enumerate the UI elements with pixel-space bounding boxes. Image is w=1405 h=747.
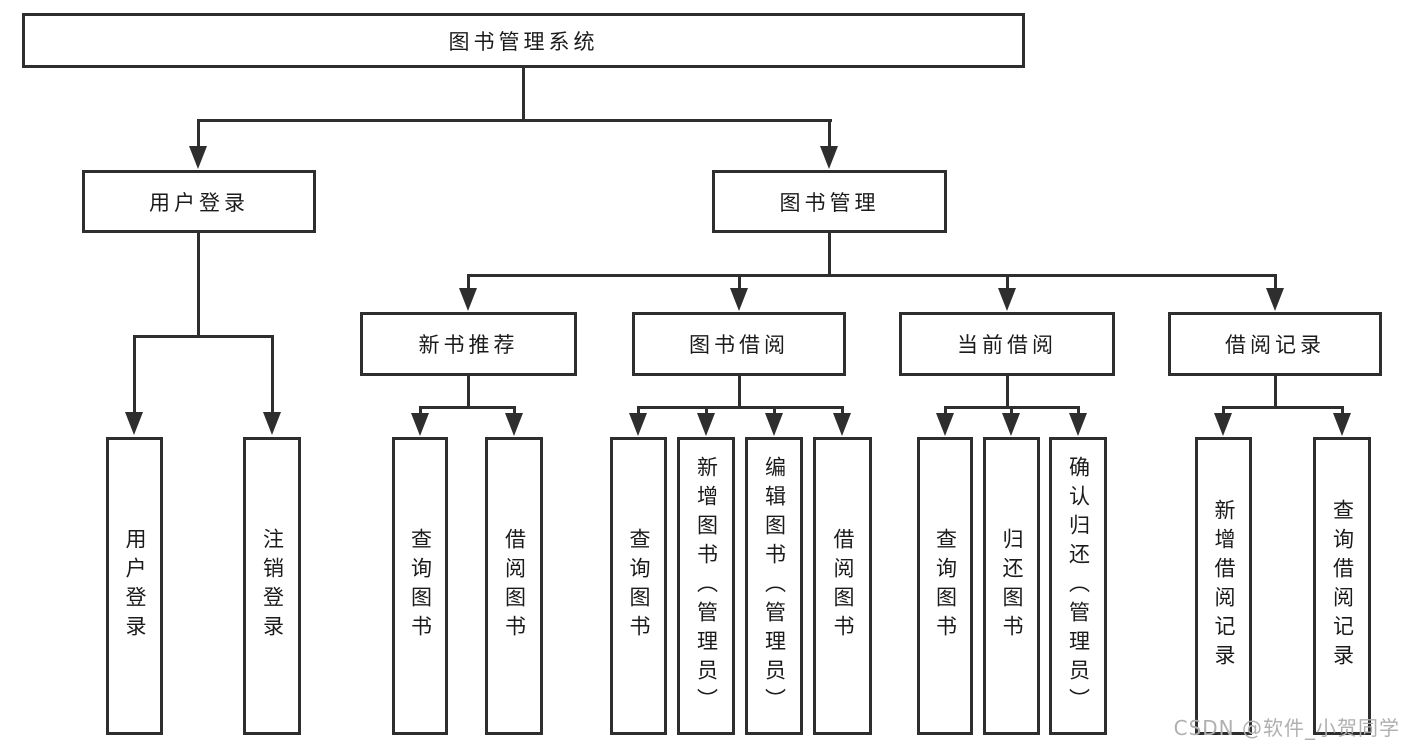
leaf-edit-book-admin: 编辑图书（管理员） [745,437,803,735]
connector-arrow-stem [133,335,136,415]
connector-branch-stem [738,376,741,409]
arrow-down-icon [936,413,954,436]
node-root-label: 图书管理系统 [448,29,599,54]
connector-arrow-stem [637,406,640,416]
arrow-down-icon [1266,288,1284,311]
connector-arrow-stem [841,406,844,416]
connector-level1-bus [197,119,832,122]
arrow-down-icon [820,146,838,169]
arrow-down-icon [411,413,429,436]
node-borrow-records-label: 借阅记录 [1225,333,1325,357]
csdn-watermark: CSDN @软件_小贺同学 [1173,716,1400,740]
leaf-confirm-return-admin: 确认归还（管理员） [1049,437,1107,735]
arrow-down-icon [263,412,281,435]
arrow-down-icon [697,413,715,436]
connector-level3-bus [467,274,1277,277]
arrow-down-icon [629,413,647,436]
connector-branch-stem [1274,376,1277,409]
connector-userlogin-stem [197,233,200,338]
connector-arrow-stem [467,274,470,292]
connector-arrow-stem [1006,274,1009,292]
leaf-user-login: 用户登录 [106,437,163,735]
node-book-management: 图书管理 [712,170,947,233]
connector-arrow-stem [738,274,741,292]
leaf-borrow-books-borrow: 借阅图书 [813,437,872,735]
connector-branch-stem [1006,376,1009,409]
arrow-down-icon [998,288,1016,311]
connector-userlogin-bus [133,335,274,338]
node-borrow-records: 借阅记录 [1168,312,1382,376]
arrow-down-icon [765,413,783,436]
leaf-query-borrow-record: 查询借阅记录 [1313,437,1371,735]
connector-arrow-stem [419,406,422,416]
connector-branch-bus [637,406,844,409]
arrow-down-icon [730,288,748,311]
connector-arrow-stem [1222,406,1225,416]
leaf-query-books-recommend: 查询图书 [392,437,448,735]
node-current-borrow: 当前借阅 [899,312,1115,376]
connector-arrow-stem [1077,406,1080,416]
leaf-return-book: 归还图书 [983,437,1040,735]
node-new-book-recommend-label: 新书推荐 [418,333,519,357]
connector-branch-stem [467,376,470,409]
arrow-down-icon [1069,413,1087,436]
connector-branch-bus [419,406,516,409]
leaf-add-borrow-record: 新增借阅记录 [1195,437,1252,735]
leaf-query-books-borrow: 查询图书 [610,437,667,735]
node-new-book-recommend: 新书推荐 [360,312,577,376]
connector-arrow-stem [1341,406,1344,416]
connector-arrow-stem [197,119,200,149]
leaf-borrow-books-recommend: 借阅图书 [485,437,543,735]
node-book-borrow-label: 图书借阅 [689,333,789,357]
connector-arrow-stem [1010,406,1013,416]
arrow-down-icon [1002,413,1020,436]
node-user-login: 用户登录 [82,170,316,233]
node-book-borrow: 图书借阅 [632,312,846,376]
arrow-down-icon [505,413,523,436]
node-user-login-label: 用户登录 [149,190,249,215]
leaf-logout: 注销登录 [243,437,301,735]
connector-arrow-stem [705,406,708,416]
node-book-management-label: 图书管理 [779,190,880,215]
connector-arrow-stem [1274,274,1277,292]
connector-branch-bus [1222,406,1343,409]
connector-arrow-stem [773,406,776,416]
arrow-down-icon [833,413,851,436]
connector-arrow-stem [271,335,274,415]
connector-arrow-stem [944,406,947,416]
leaf-add-book-admin: 新增图书（管理员） [677,437,735,735]
node-root: 图书管理系统 [22,13,1025,68]
arrow-down-icon [1214,413,1232,436]
connector-bookmgmt-stem [828,233,831,276]
leaf-query-books-current: 查询图书 [917,437,973,735]
arrow-down-icon [125,412,143,435]
arrow-down-icon [1333,413,1351,436]
connector-root-stem [522,68,525,120]
arrow-down-icon [189,146,207,169]
connector-arrow-stem [828,119,831,149]
arrow-down-icon [459,288,477,311]
node-current-borrow-label: 当前借阅 [957,333,1057,357]
connector-arrow-stem [513,406,516,416]
